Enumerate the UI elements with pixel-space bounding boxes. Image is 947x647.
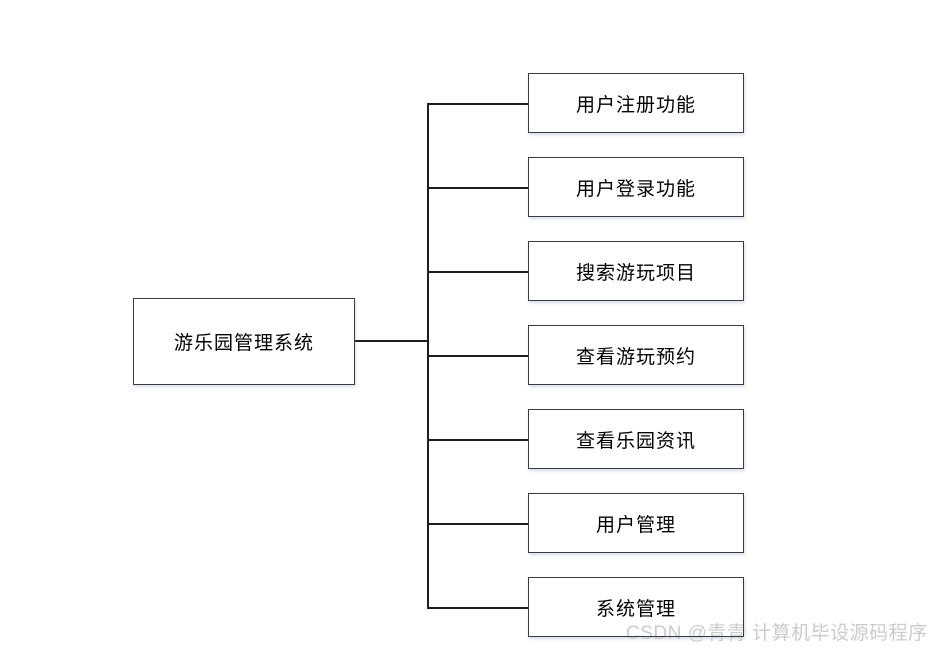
child-node-label: 用户管理 <box>595 514 676 536</box>
root-connector-line <box>355 340 428 342</box>
child-node-user-registration: 用户注册功能 <box>528 73 744 133</box>
branch-line-user-registration <box>427 103 528 105</box>
branch-line-user-login <box>427 187 528 189</box>
branch-line-search-items <box>427 271 528 273</box>
child-node-label: 搜索游玩项目 <box>575 262 696 284</box>
child-node-label: 查看游玩预约 <box>575 346 696 368</box>
branch-line-user-management <box>427 523 528 525</box>
child-node-user-management: 用户管理 <box>528 493 744 553</box>
child-node-user-login: 用户登录功能 <box>528 157 744 217</box>
child-node-view-reservations: 查看游玩预约 <box>528 325 744 385</box>
branch-line-system-management <box>427 607 528 609</box>
branch-line-view-park-news <box>427 439 528 441</box>
root-node: 游乐园管理系统 <box>133 298 355 385</box>
watermark: CSDN @青青 计算机毕设源码程序 <box>626 623 928 644</box>
child-node-label: 系统管理 <box>595 598 676 620</box>
child-node-search-items: 搜索游玩项目 <box>528 241 744 301</box>
child-node-label: 用户注册功能 <box>575 94 696 116</box>
child-node-view-park-news: 查看乐园资讯 <box>528 409 744 469</box>
root-node-label: 游乐园管理系统 <box>173 333 314 354</box>
child-node-label: 用户登录功能 <box>575 178 696 200</box>
child-node-system-management: 系统管理 <box>528 577 744 637</box>
child-node-label: 查看乐园资讯 <box>575 430 696 452</box>
branch-line-view-reservations <box>427 355 528 357</box>
